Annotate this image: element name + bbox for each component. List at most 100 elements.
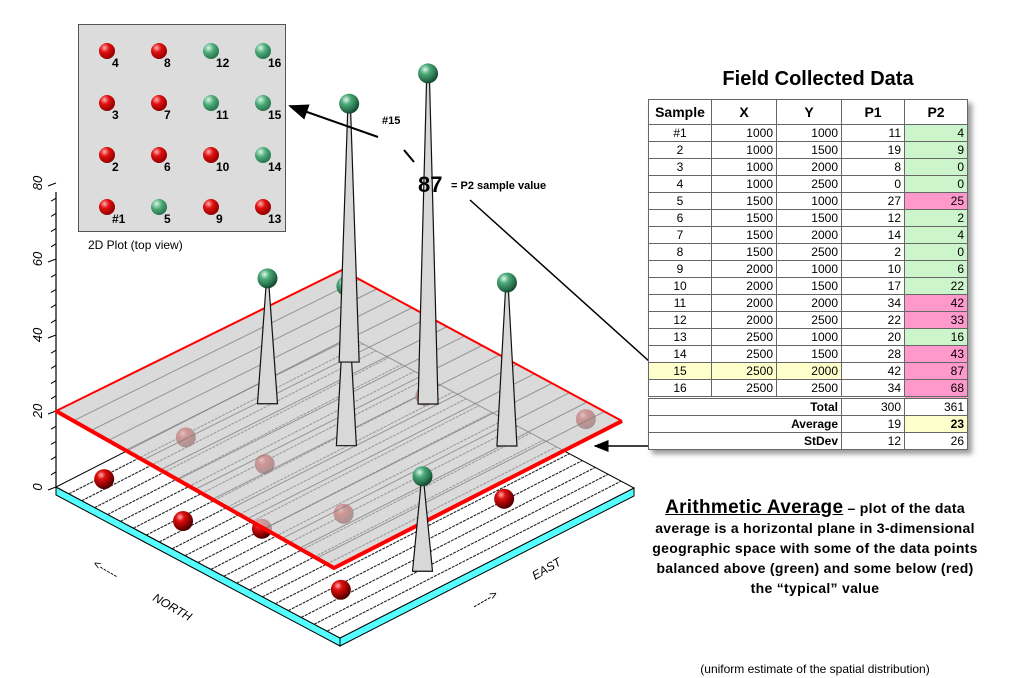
- sample-point-red: [99, 147, 115, 163]
- plane-contour-line: [299, 401, 588, 549]
- sample-point-label: 13: [268, 212, 282, 226]
- cell-x: 1500: [711, 243, 777, 261]
- cell-x: 2500: [711, 345, 777, 363]
- cell-p1: 14: [841, 226, 905, 244]
- cell-sample: 8: [648, 243, 712, 261]
- description-title: Arithmetic Average: [665, 497, 844, 518]
- sample-point-label: 10: [216, 160, 230, 174]
- cell-p1: 8: [841, 158, 905, 176]
- summary-label: Total: [648, 396, 842, 416]
- z-axis-tick-label: 80: [30, 175, 45, 190]
- z-axis-tick: [50, 197, 57, 202]
- cell-p2: 16: [904, 328, 968, 346]
- cell-sample: 5: [648, 192, 712, 210]
- cell-x: 1000: [711, 124, 777, 142]
- cell-p2: 43: [904, 345, 968, 363]
- contour-line: [301, 466, 596, 618]
- cell-sample: 2: [648, 141, 712, 159]
- cell-y: 2000: [776, 362, 842, 380]
- sample-point-label: 14: [268, 160, 282, 174]
- z-axis-tick: [50, 471, 57, 476]
- east-axis-label: EAST: [530, 554, 566, 583]
- cell-y: 2000: [776, 226, 842, 244]
- cell-x: 2500: [711, 379, 777, 398]
- cell-x: 2000: [711, 294, 777, 312]
- plane-contour-line: [142, 316, 430, 461]
- sample-point-label: #1: [112, 212, 126, 226]
- top-view-caption: 2D Plot (top view): [88, 238, 183, 252]
- cell-p2: 0: [904, 243, 968, 261]
- summary-p2: 23: [904, 415, 968, 433]
- data-point-above: [412, 466, 433, 487]
- cell-sample: 10: [648, 277, 712, 295]
- sample-point-label: 6: [164, 160, 171, 174]
- z-axis-tick: [50, 380, 57, 385]
- cell-p2: 9: [904, 141, 968, 159]
- cell-y: 1500: [776, 277, 842, 295]
- z-axis-tick: [50, 273, 57, 278]
- summary-label: Average: [648, 415, 842, 433]
- annotation-leader: [403, 149, 415, 163]
- cell-y: 1500: [776, 141, 842, 159]
- table-title: Field Collected Data: [722, 68, 914, 90]
- cell-y: 1000: [776, 192, 842, 210]
- sample-point-green: [203, 95, 219, 111]
- z-axis-tick: [50, 440, 57, 445]
- cell-sample: 6: [648, 209, 712, 227]
- z-axis-tick: [50, 228, 57, 233]
- north-axis-label: NORTH: [151, 590, 195, 624]
- cell-x: 2500: [711, 328, 777, 346]
- sample-point-label: 15: [268, 108, 282, 122]
- sample-point-red: [99, 95, 115, 111]
- cell-p1: 10: [841, 260, 905, 278]
- z-axis-tick: [50, 319, 57, 324]
- data-point-below: [330, 579, 351, 600]
- plane-contour-line: [281, 392, 570, 540]
- data-point-below: [494, 488, 515, 509]
- description-note: (uniform estimate of the spatial distrib…: [700, 662, 930, 676]
- sample-point-red: [99, 43, 115, 59]
- description-body: – plot of the data average is a horizont…: [652, 500, 978, 596]
- cell-p1: 17: [841, 277, 905, 295]
- cell-y: 1500: [776, 345, 842, 363]
- header-p2: P2: [904, 99, 968, 125]
- sample-point-label: 8: [164, 56, 171, 70]
- z-axis-tick: [50, 304, 57, 309]
- cell-sample: 9: [648, 260, 712, 278]
- cell-p1: 28: [841, 345, 905, 363]
- z-axis-tick-label: 60: [30, 251, 45, 266]
- sample-point-label: 12: [216, 56, 230, 70]
- cell-x: 1000: [711, 175, 777, 193]
- cell-sample: 12: [648, 311, 712, 329]
- sample-point-label: 9: [216, 212, 223, 226]
- header-sample: Sample: [648, 99, 712, 125]
- cell-p1: 20: [841, 328, 905, 346]
- cell-p2: 68: [904, 379, 968, 398]
- z-axis-tick: [47, 334, 57, 339]
- cell-sample: 11: [648, 294, 712, 312]
- cell-y: 2500: [776, 175, 842, 193]
- cell-p1: 34: [841, 379, 905, 398]
- cell-p1: 19: [841, 141, 905, 159]
- cell-sample: 4: [648, 175, 712, 193]
- north-arrow-label: <-----: [91, 556, 121, 582]
- summary-p2: 361: [904, 396, 968, 416]
- z-axis-tick: [50, 364, 57, 369]
- z-axis-tick: [47, 486, 57, 491]
- summary-p2: 26: [904, 432, 968, 450]
- cell-sample: 14: [648, 345, 712, 363]
- cell-y: 2500: [776, 379, 842, 398]
- sample-point-green: [255, 43, 271, 59]
- cell-x: 2000: [711, 311, 777, 329]
- data-point-above: [257, 268, 278, 289]
